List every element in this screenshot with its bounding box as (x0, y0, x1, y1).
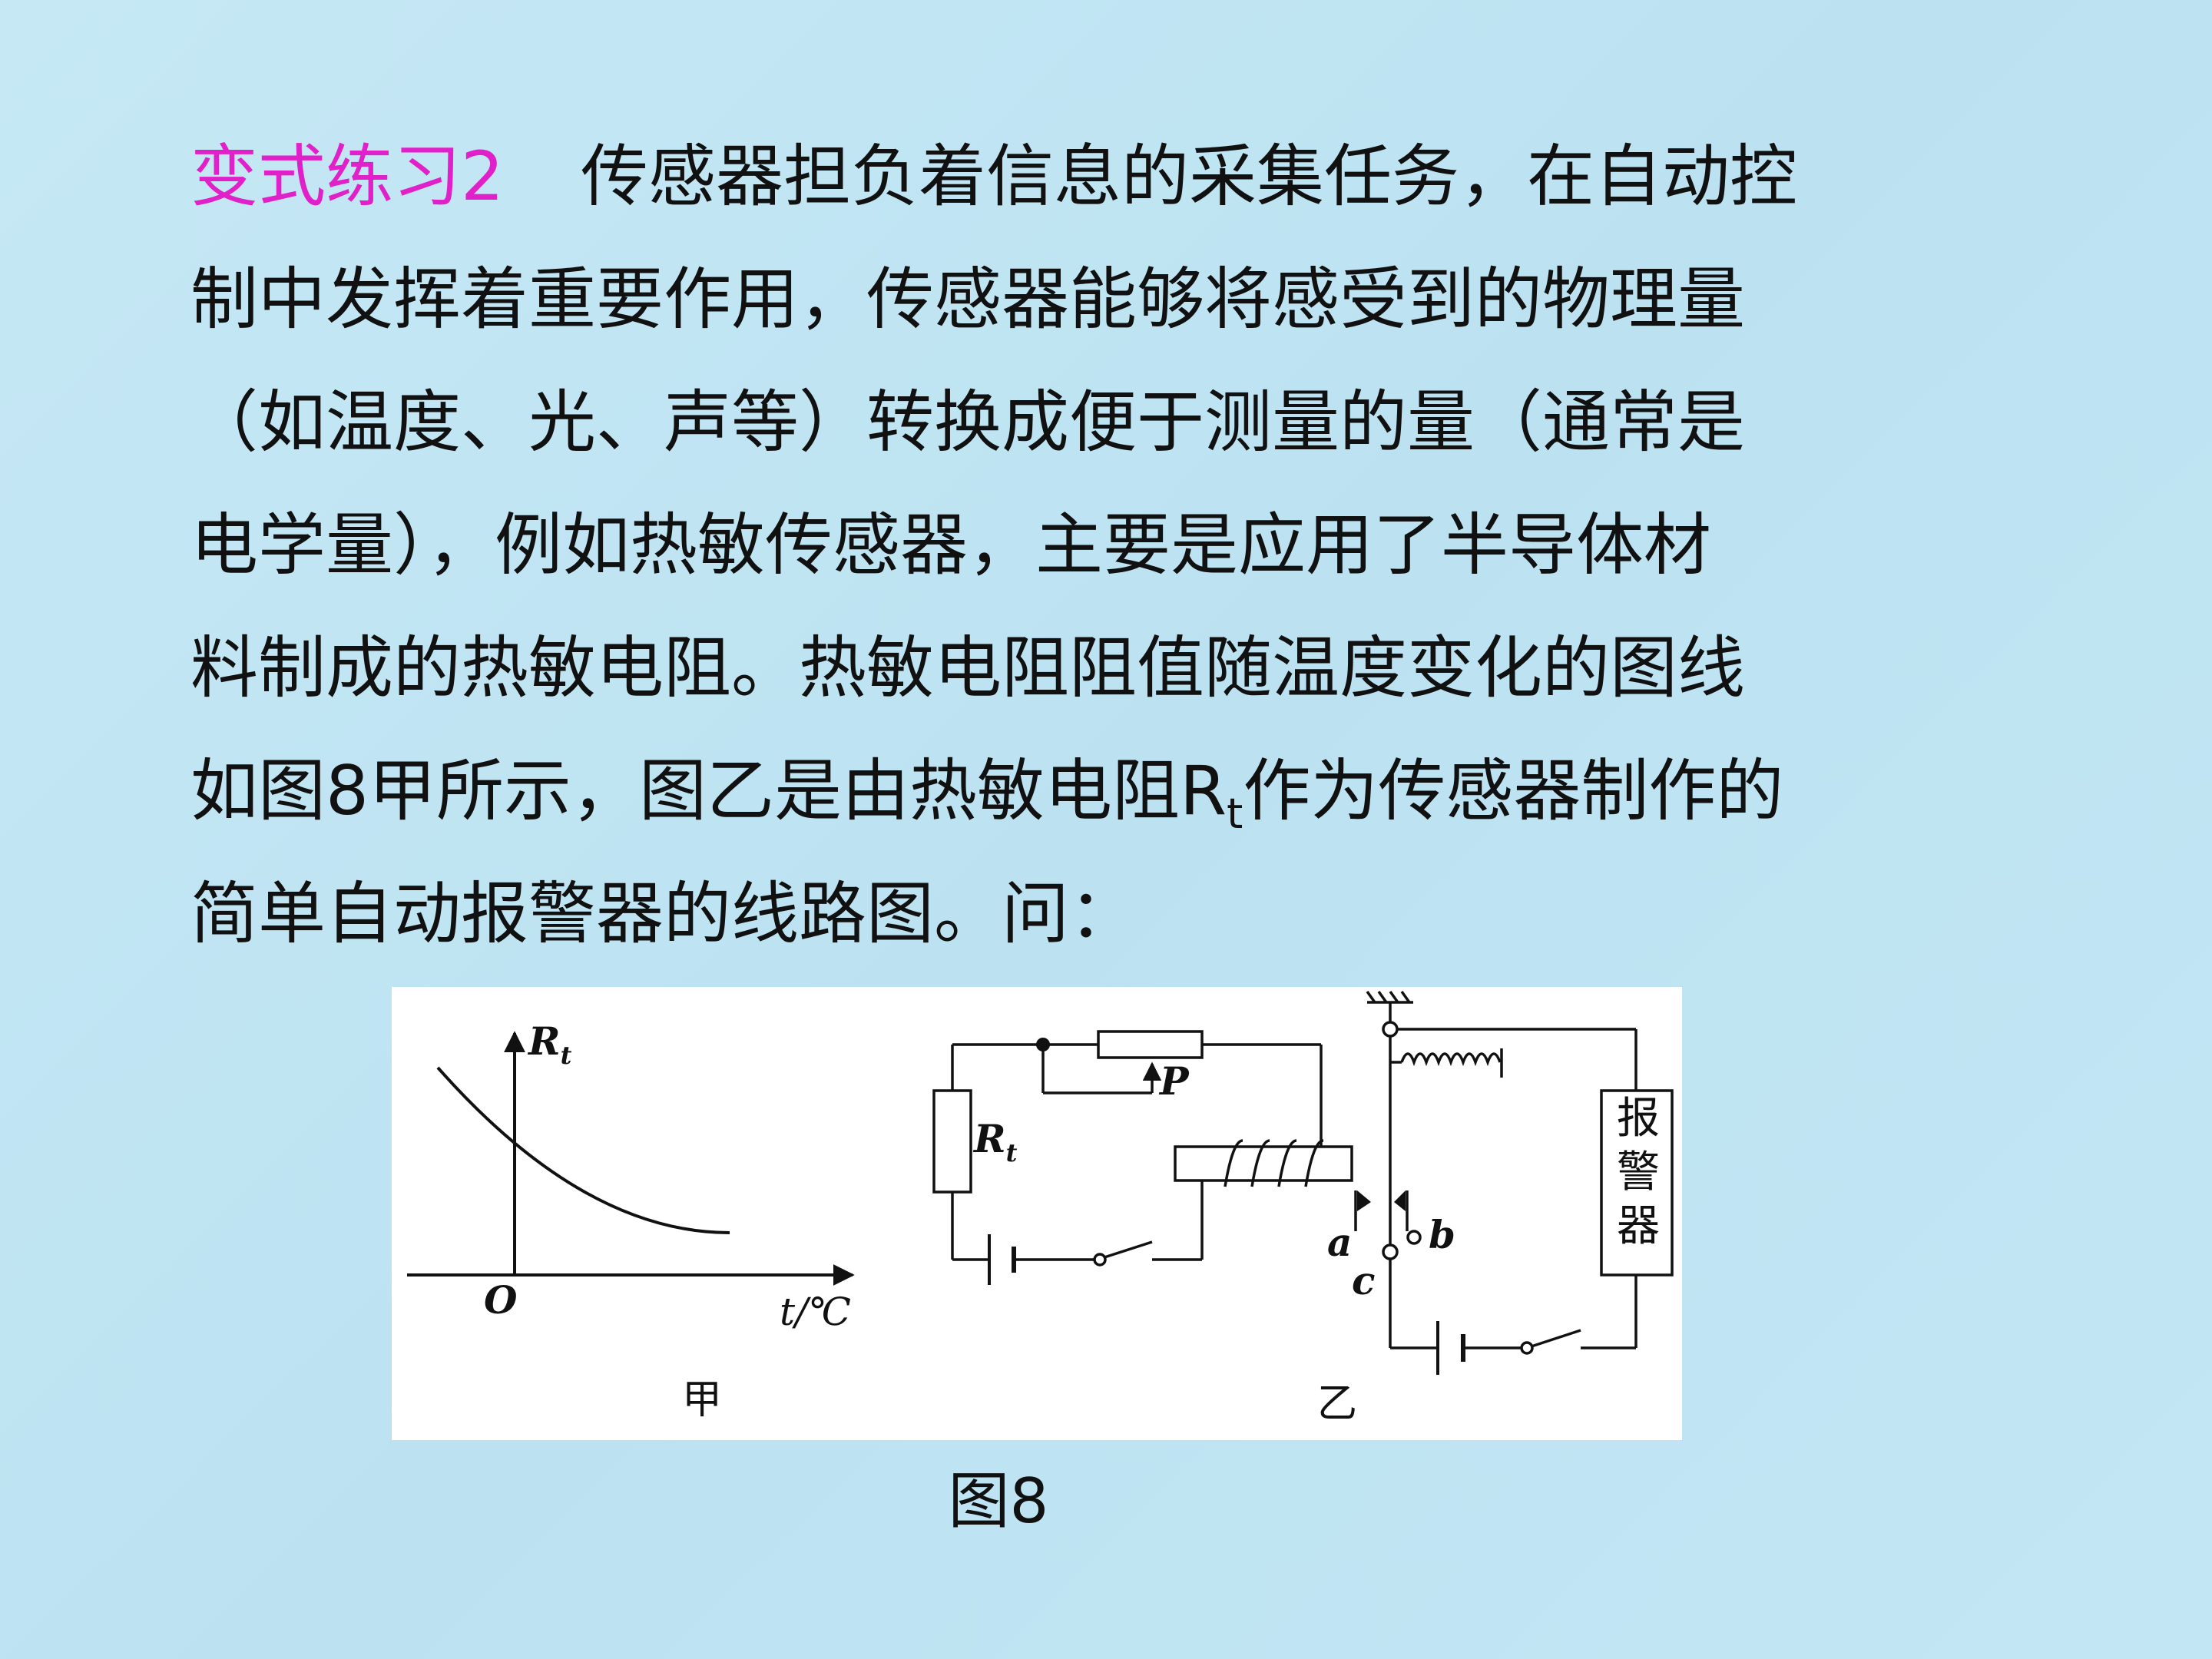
origin-label: O (484, 1277, 518, 1323)
contact-b-label: b (1429, 1212, 1455, 1257)
problem-line-7: 简单自动报警器的线路图。问： (190, 874, 1137, 953)
contact-c-label: c (1352, 1258, 1375, 1303)
exercise-label: 变式练习2 (190, 137, 504, 216)
alarm-label-2: 警 (1617, 1147, 1660, 1197)
coil (1224, 1139, 1324, 1187)
y-axis-label: Rt (527, 1018, 572, 1070)
problem-line-2: 制中发挥着重要作用，传感器能够将感受到的物理量 (190, 260, 1746, 339)
electromagnet (1174, 1145, 1353, 1182)
figure-8: Rt O t/℃ 甲 (392, 987, 1682, 1440)
rheostat (1097, 1030, 1204, 1059)
alarm-label-3: 器 (1617, 1201, 1660, 1251)
panel-label-jia: 甲 (682, 1377, 722, 1423)
problem-text: 变式练习2 传感器担负着信息的采集任务，在自动控 制中发挥着重要作用，传感器能够将… (190, 115, 2034, 975)
problem-line-1: 变式练习2 传感器担负着信息的采集任务，在自动控 (190, 115, 2034, 238)
problem-line-5: 料制成的热敏电阻。热敏电阻阻值随温度变化的图线 (190, 628, 1746, 707)
thermistor (932, 1089, 972, 1194)
alarm-label-1: 报 (1617, 1094, 1660, 1144)
slider-label: P (1158, 1058, 1190, 1104)
problem-line-4: 电学量），例如热敏传感器，主要是应用了半导体材 (190, 505, 1712, 584)
spring (1400, 1052, 1502, 1067)
problem-line-6: 如图8甲所示，图乙是由热敏电阻Rt作为传感器制作的 (190, 751, 1784, 838)
panel-label-yi: 乙 (1317, 1381, 1357, 1427)
figure-svg: Rt O t/℃ 甲 (407, 990, 1674, 1427)
alarm-box (1600, 1089, 1674, 1277)
graph-jia (407, 1031, 855, 1286)
contact-a-label: a (1327, 1220, 1352, 1265)
problem-line-3: （如温度、光、声等）转换成便于测量的量（通常是 (190, 382, 1746, 462)
thermistor-label: Rt (972, 1116, 1018, 1167)
figure-caption: 图8 (948, 1465, 1049, 1537)
problem-line-1-text: 传感器担负着信息的采集任务，在自动控 (581, 137, 1798, 216)
circuit-yi (932, 990, 1674, 1375)
x-axis-label: t/℃ (780, 1290, 851, 1334)
resistance-curve (436, 1066, 730, 1234)
